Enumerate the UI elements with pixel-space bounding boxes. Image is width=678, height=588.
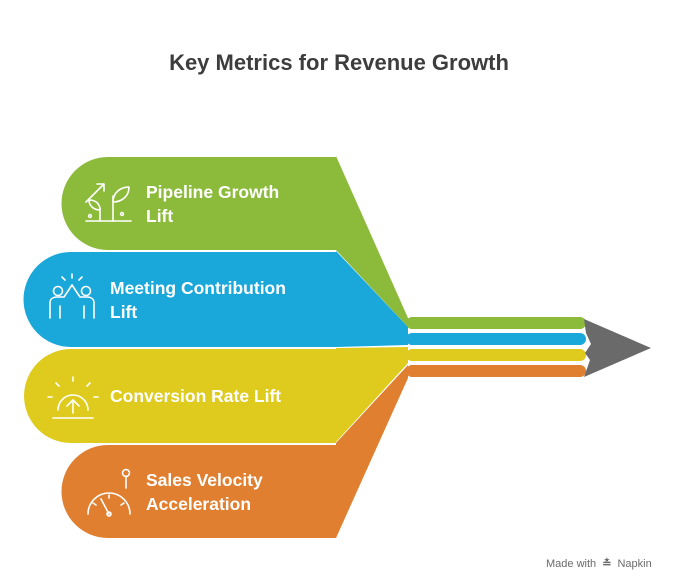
pencil-tip xyxy=(584,319,651,377)
orange-funnel-wedge xyxy=(336,365,408,538)
blue-funnel-wedge xyxy=(336,251,408,347)
napkin-logo-icon: ≛ xyxy=(602,558,612,570)
card-pipeline-growth xyxy=(61,157,336,250)
orange-band xyxy=(406,365,586,377)
label-sales-velocity-line1: Sales Velocity xyxy=(146,470,263,490)
card-meeting-contribution xyxy=(23,252,337,347)
yellow-band xyxy=(406,349,586,361)
high-five-icon xyxy=(49,273,95,319)
card-conversion-rate xyxy=(24,349,337,443)
label-sales-velocity-line2: Acceleration xyxy=(146,494,251,514)
sunrise-arrow-icon xyxy=(47,376,99,419)
green-band xyxy=(406,317,586,329)
green-funnel-wedge xyxy=(336,156,408,327)
label-meeting-contribution-line2: Lift xyxy=(110,302,137,322)
page-title: Key Metrics for Revenue Growth xyxy=(169,50,509,75)
card-sales-velocity xyxy=(61,445,336,538)
blue-band xyxy=(406,333,586,345)
label-meeting-contribution-line1: Meeting Contribution xyxy=(110,278,286,298)
made-with-footer: Made with ≛ Napkin xyxy=(546,557,652,570)
label-conversion-rate: Conversion Rate Lift xyxy=(110,386,281,406)
yellow-funnel-wedge xyxy=(336,347,408,442)
label-pipeline-growth-line2: Lift xyxy=(146,206,173,226)
brand-name: Napkin xyxy=(617,558,652,570)
made-with-text: Made with xyxy=(546,558,597,570)
plant-growth-icon xyxy=(85,183,132,222)
label-pipeline-growth-line1: Pipeline Growth xyxy=(146,182,279,202)
speedometer-icon xyxy=(87,468,131,517)
